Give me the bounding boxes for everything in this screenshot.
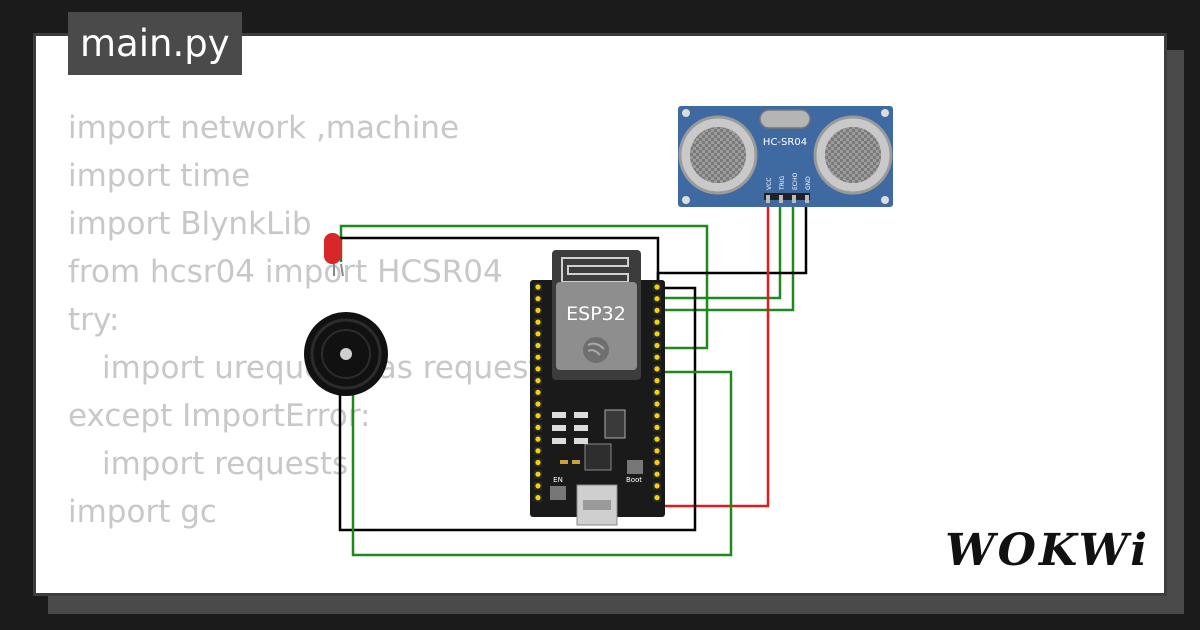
gpio-pin[interactable] (535, 471, 541, 477)
gpio-pin[interactable] (654, 296, 660, 302)
pin-label-echo: ECHO (792, 173, 799, 190)
gpio-pin[interactable] (654, 366, 660, 372)
en-button[interactable] (550, 486, 566, 500)
gpio-pin[interactable] (535, 483, 541, 489)
gpio-pin[interactable] (535, 448, 541, 454)
gpio-pin[interactable] (535, 296, 541, 302)
gpio-pin[interactable] (654, 319, 660, 325)
gpio-pin[interactable] (654, 471, 660, 477)
boot-label: Boot (626, 476, 642, 484)
gpio-pin[interactable] (654, 389, 660, 395)
pin-label-trig: TRIG (779, 175, 786, 191)
red-led[interactable] (324, 233, 344, 277)
wire-green-echo[interactable] (655, 198, 795, 312)
gpio-pin[interactable] (654, 284, 660, 290)
buzzer-hole (340, 348, 352, 360)
gpio-pin[interactable] (535, 401, 541, 407)
wire-green-trig[interactable] (655, 198, 782, 300)
code-line: from hcsr04 import HCSR04 (68, 254, 503, 290)
gpio-pin[interactable] (654, 342, 660, 349)
gpio-pin[interactable] (654, 413, 660, 419)
gpio-pin[interactable] (654, 354, 660, 360)
gpio-pin[interactable] (654, 401, 660, 407)
wire-black-gnd[interactable] (656, 198, 808, 283)
code-line: import requests (102, 446, 349, 482)
crystal (759, 109, 811, 129)
board-label: ESP32 (566, 303, 626, 325)
buzzer[interactable] (304, 312, 388, 396)
gpio-pin[interactable] (535, 378, 541, 384)
gpio-pin[interactable] (654, 424, 660, 430)
code-line: import BlynkLib (68, 206, 312, 242)
sensor-label: HC-SR04 (763, 137, 807, 148)
wires (332, 198, 808, 557)
regulator-chip (604, 409, 626, 439)
code-line: try: (68, 302, 120, 338)
pin-label-gnd: GND (805, 176, 812, 190)
gpio-pin[interactable] (535, 424, 541, 430)
gpio-pin[interactable] (535, 366, 541, 372)
code-line: import time (68, 158, 251, 194)
usb-uart-chip (584, 443, 612, 471)
gpio-pin[interactable] (654, 448, 660, 454)
code-line: import gc (68, 494, 217, 530)
gpio-pin[interactable] (535, 354, 541, 360)
code-line: import network ,machine (68, 110, 460, 146)
hc-sr04-sensor[interactable]: HC-SR04 VCC TRIG ECHO GND (678, 106, 893, 207)
en-label: EN (553, 476, 563, 484)
pin-label-vcc: VCC (766, 178, 773, 190)
boot-button[interactable] (627, 460, 643, 474)
gpio-pin[interactable] (535, 459, 541, 466)
led-body (324, 233, 341, 264)
gpio-pin[interactable] (654, 436, 660, 442)
gpio-pin[interactable] (654, 331, 660, 337)
gpio-pin[interactable] (535, 307, 541, 313)
gpio-pin[interactable] (535, 284, 541, 290)
wire-black-buzzer[interactable] (338, 286, 697, 532)
gpio-pin[interactable] (535, 495, 541, 501)
code-preview: import network ,machine import time impo… (68, 104, 557, 536)
gpio-pin[interactable] (535, 319, 541, 325)
gpio-pin[interactable] (654, 483, 660, 489)
gpio-pin[interactable] (535, 413, 541, 419)
rf-shield (556, 282, 637, 370)
wire-green-buzzer[interactable] (351, 370, 733, 557)
gpio-pin[interactable] (654, 495, 660, 501)
filename-tab[interactable]: main.py (68, 12, 242, 75)
wokwi-logo: WOKWi (945, 525, 1150, 576)
pin-header-left (534, 283, 542, 502)
gpio-pin[interactable] (535, 342, 541, 349)
gpio-pin[interactable] (535, 331, 541, 337)
esp32-board[interactable]: ESP32 Boot EN (530, 250, 665, 526)
pin-header-right (653, 283, 661, 502)
gpio-pin[interactable] (535, 436, 541, 442)
gpio-pin[interactable] (654, 378, 660, 384)
gpio-pin[interactable] (654, 459, 660, 466)
gpio-pin[interactable] (654, 307, 660, 313)
gpio-pin[interactable] (535, 389, 541, 395)
